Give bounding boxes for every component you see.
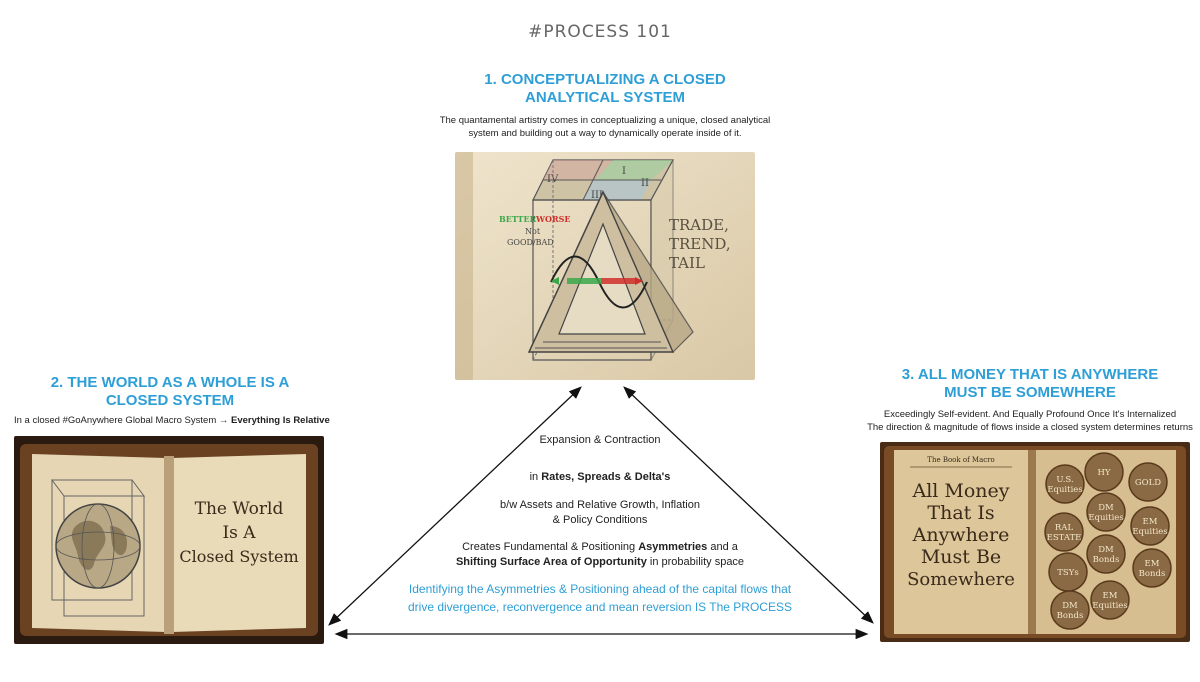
asset-bubble-label: Bonds [1093, 555, 1120, 565]
asset-bubble-label: ESTATE [1047, 533, 1082, 543]
asset-bubble-label: DM [1098, 503, 1114, 513]
macro-book-sketch: The Book of Macro All Money That Is Anyw… [880, 442, 1190, 642]
asset-bubble [1086, 534, 1126, 574]
section3-title: 3. ALL MONEY THAT IS ANYWHERE MUST BE SO… [870, 366, 1190, 402]
asset-bubble [1130, 506, 1170, 546]
asset-bubble [1086, 492, 1126, 532]
not-label: Not [525, 227, 541, 236]
asset-bubble [1084, 452, 1124, 492]
center-line4-bold: Asymmetries [638, 541, 708, 553]
asset-bubble [1050, 590, 1090, 630]
section1-title-line2: ANALYTICAL SYSTEM [524, 89, 686, 106]
asset-bubble-label: RAL [1055, 523, 1074, 533]
asset-bubble [1044, 512, 1084, 552]
process-statement-line2: drive divergence, reconvergence and mean… [408, 600, 792, 614]
asset-bubble-label: TSYs [1057, 568, 1078, 578]
section2-title-line1: 2. THE WORLD AS A WHOLE IS A [50, 374, 290, 391]
world-book-line3: Closed System [179, 547, 298, 566]
asset-bubble-label: HY [1097, 468, 1110, 478]
process-statement: Identifying the Asymmetries & Positionin… [360, 580, 840, 616]
section3-title-line2: MUST BE SOMEWHERE [944, 384, 1116, 401]
world-book-line2: Is A [222, 523, 256, 543]
section1-title: 1. CONCEPTUALIZING A CLOSED ANALYTICAL S… [400, 71, 810, 107]
macro-book-line4: Must Be [921, 546, 1001, 568]
section2-title-line2: CLOSED SYSTEM [105, 392, 235, 409]
worse-label: WORSE [535, 214, 570, 224]
center-line2-bold: Rates, Spreads & Delta's [541, 471, 671, 483]
goodbad-label: GOOD/BAD [507, 238, 554, 247]
section1-title-line1: 1. CONCEPTUALIZING A CLOSED [484, 71, 726, 88]
section1-description: The quantamental artistry comes in conce… [380, 114, 830, 140]
trade-label: TRADE, [669, 216, 729, 234]
asset-bubble-label: DM [1062, 601, 1078, 611]
center-line5-bold: Shifting Surface Area of Opportunity [455, 556, 647, 568]
section2-desc-text: In a closed #GoAnywhere Global Macro Sys… [14, 415, 232, 426]
center-line3: b/w Assets and Relative Growth, Inflatio… [390, 498, 810, 528]
center-line2: in Rates, Spreads & Delta's [390, 470, 810, 485]
asset-bubble [1045, 464, 1085, 504]
asset-bubble-label: Equities [1047, 485, 1082, 495]
world-book-sketch: The World Is A Closed System [14, 436, 324, 644]
macro-book-line5: Somewhere [907, 569, 1015, 590]
macro-book-line1: All Money [911, 480, 1009, 502]
macro-book-header: The Book of Macro [927, 456, 994, 464]
better-label: BETTER [499, 214, 537, 224]
asset-bubble-label: U.S. [1056, 475, 1073, 485]
quadrant-iv-label: IV [547, 174, 559, 185]
pyramid-cube-image: I II III IV BETTER / WORSE Not GOOD/BAD … [455, 152, 755, 380]
section3-desc-line2: The direction & magnitude of flows insid… [867, 422, 1193, 433]
process-statement-line1: Identifying the Asymmetries & Positionin… [408, 582, 792, 596]
section3-title-line1: 3. ALL MONEY THAT IS ANYWHERE [901, 366, 1159, 383]
section2-title: 2. THE WORLD AS A WHOLE IS A CLOSED SYST… [10, 374, 330, 410]
section2-desc-bold: Everything Is Relative [231, 415, 330, 426]
asset-bubble-label: EM [1145, 559, 1160, 569]
center-line1: Expansion & Contraction [539, 434, 661, 446]
pyramid-cube-sketch: I II III IV BETTER / WORSE Not GOOD/BAD … [455, 152, 755, 380]
center-line4a: Creates Fundamental & Positioning Asymme… [390, 540, 810, 555]
center-line5: Shifting Surface Area of Opportunity in … [390, 555, 810, 570]
asset-bubble-label: Equities [1092, 601, 1127, 611]
asset-bubble-label: Equities [1132, 527, 1167, 537]
asset-bubble-label: EM [1143, 517, 1158, 527]
center-line4-prefix: Creates Fundamental & Positioning [462, 541, 639, 553]
asset-bubble [1090, 580, 1130, 620]
asset-bubble-label: Equities [1088, 513, 1123, 523]
asset-bubble-label: Bonds [1057, 611, 1084, 621]
asset-bubble-label: Bonds [1139, 569, 1166, 579]
macro-book-line3: Anywhere [912, 524, 1010, 546]
center-line3b: & Policy Conditions [552, 514, 648, 526]
macro-book-image: The Book of Macro All Money That Is Anyw… [880, 442, 1190, 642]
quadrant-ii-label: II [641, 178, 649, 189]
world-book-image: The World Is A Closed System [14, 436, 324, 644]
section1-desc-line1: The quantamental artistry comes in conce… [439, 115, 771, 126]
quadrant-i-label: I [622, 166, 626, 177]
asset-bubble [1128, 462, 1168, 502]
quadrant-iii-label: III [591, 190, 603, 201]
world-book-line1: The World [195, 499, 284, 519]
tail-label: TAIL [669, 254, 705, 272]
center-line4: Creates Fundamental & Positioning Asymme… [390, 540, 810, 570]
center-line2-prefix: in [529, 471, 542, 483]
section3-description: Exceedingly Self-evident. And Equally Pr… [860, 408, 1200, 434]
center-line5-suffix: in probability space [646, 556, 745, 568]
asset-bubble [1132, 548, 1172, 588]
section2-description: In a closed #GoAnywhere Global Macro Sys… [14, 414, 374, 427]
center-line3a: b/w Assets and Relative Growth, Inflatio… [500, 499, 700, 511]
page-title: #PROCESS 101 [528, 22, 672, 42]
asset-bubble-label: EM [1103, 591, 1118, 601]
trend-label: TREND, [669, 235, 731, 253]
center-line4-suffix: and a [707, 541, 738, 553]
macro-book-line2: That Is [927, 502, 994, 524]
section1-desc-line2: system and building out a way to dynamic… [468, 128, 742, 139]
slash-label: / [532, 214, 535, 224]
asset-bubble-label: GOLD [1135, 478, 1161, 488]
asset-bubble-label: DM [1098, 545, 1114, 555]
section3-desc-line1: Exceedingly Self-evident. And Equally Pr… [883, 409, 1177, 420]
